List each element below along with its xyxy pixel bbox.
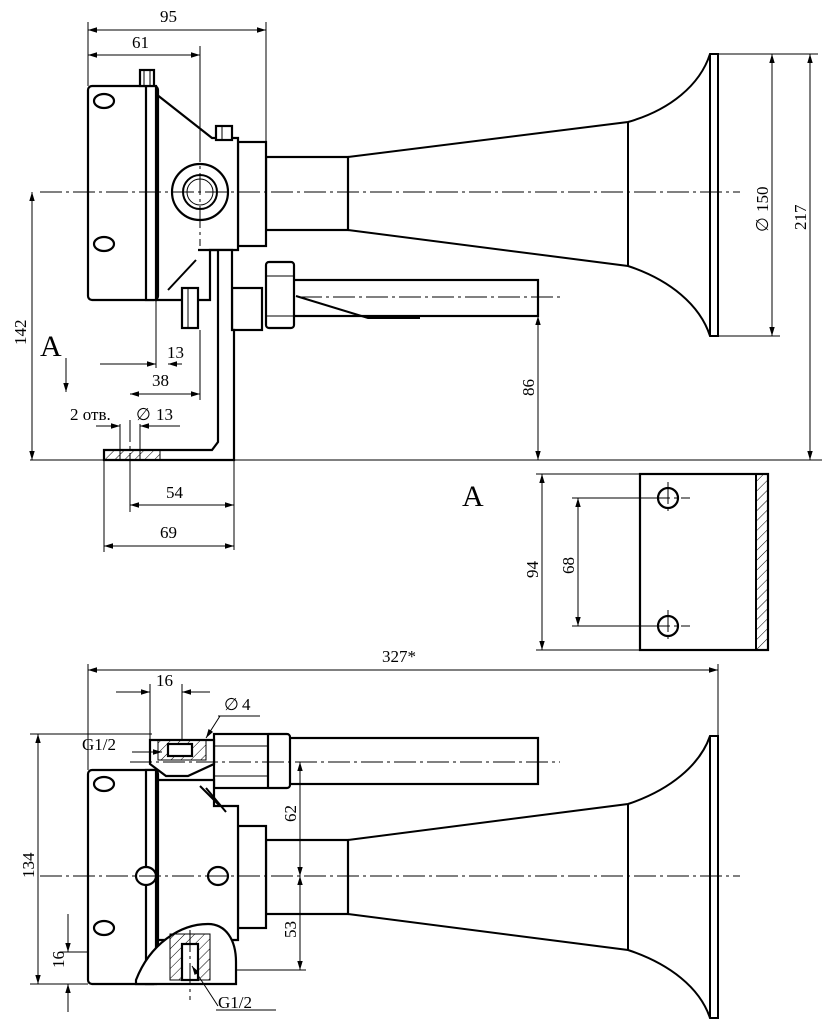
dim-142: 142 [11, 320, 30, 346]
svg-text:∅: ∅ [224, 695, 239, 714]
valve-nut-top [264, 260, 296, 330]
svg-text:∅: ∅ [136, 405, 151, 424]
dim-61: 61 [132, 33, 149, 52]
dim-54: 54 [166, 483, 184, 502]
housing-side [154, 778, 240, 942]
thread-label-lower: G1/2 [218, 993, 252, 1012]
holes-count-label: 2 отв. [70, 405, 111, 424]
section-marker-a: A [40, 330, 62, 363]
dim-69: 69 [160, 523, 177, 542]
horn-bell-top [347, 53, 719, 337]
dim-150: 150 [753, 187, 772, 213]
dim-hole-13: 13 [156, 405, 173, 424]
dim-13: 13 [167, 343, 184, 362]
svg-text:∅: ∅ [753, 217, 772, 232]
dim-68: 68 [559, 557, 578, 574]
horn-collar-top [236, 140, 268, 248]
dim-94: 94 [523, 561, 542, 579]
dim-16-left: 16 [49, 951, 68, 968]
dim-86: 86 [519, 379, 538, 396]
dim-38: 38 [152, 371, 169, 390]
horn-throat-top [264, 155, 350, 232]
horn-bell-side [347, 735, 719, 1019]
valve-pipe-side [286, 736, 540, 786]
dim-327: 327* [382, 647, 416, 666]
dim-53: 53 [281, 921, 300, 938]
view-a-bracket-plate: A 94 68 [462, 472, 770, 652]
dim-62: 62 [281, 805, 300, 822]
side-view: 327* 16 ∅ 4 G1/2 134 62 53 16 G1/2 [19, 647, 740, 1019]
dim-95: 95 [160, 7, 177, 26]
view-a-title: A [462, 480, 484, 513]
dim-16-top: 16 [156, 671, 173, 690]
thread-label-upper: G1/2 [82, 735, 116, 754]
dim-4: 4 [242, 695, 251, 714]
valve-pipe-top [288, 278, 540, 318]
dim-134: 134 [19, 852, 38, 878]
dim-217: 217 [791, 204, 810, 230]
top-view: 95 61 142 A 13 38 2 отв. ∅ 13 86 ∅ [11, 7, 822, 552]
